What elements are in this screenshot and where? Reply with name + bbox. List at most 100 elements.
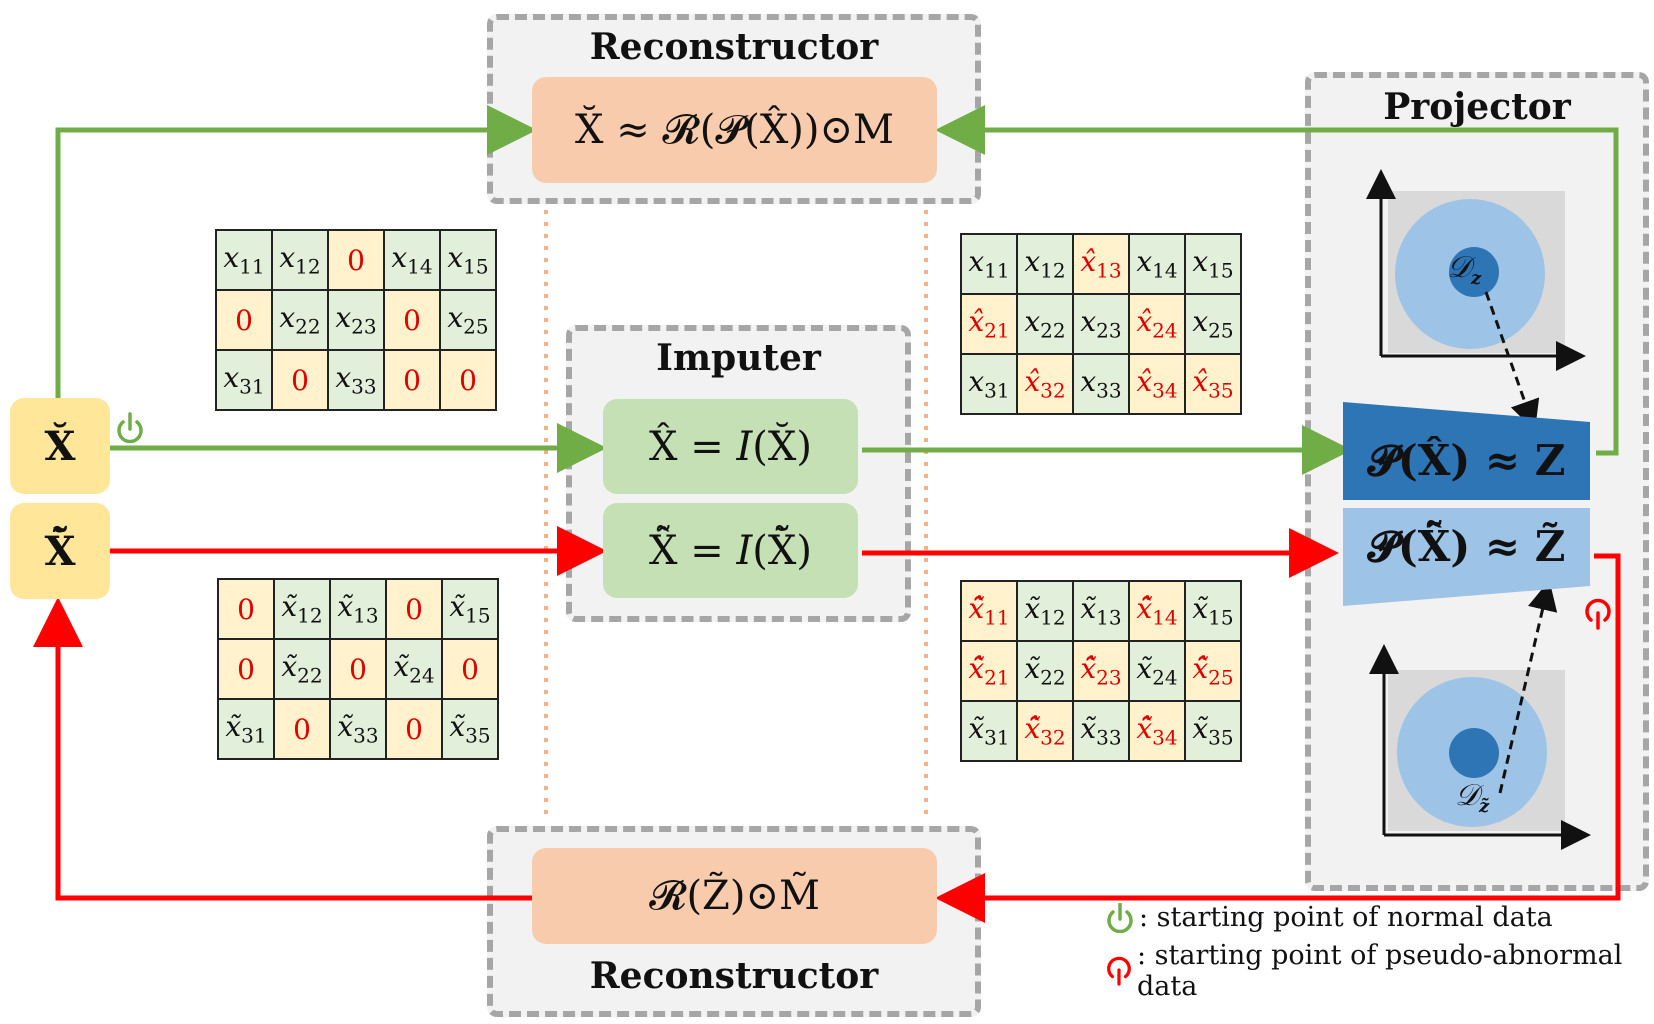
dashed-arrow-normal — [1484, 291, 1540, 431]
legend-abnormal-text: : starting point of pseudo-abnormal data — [1136, 940, 1623, 1002]
input-normal-box: X̆ — [10, 398, 110, 494]
matrix-cell: x̃13 — [1072, 580, 1130, 642]
distribution-abnormal-sub: z̃ — [1478, 796, 1490, 817]
matrix-cell: 0 — [215, 289, 273, 351]
matrix-cell: x̃31 — [217, 698, 275, 760]
matrix-cell: x̃33 — [329, 698, 387, 760]
projector-normal-trapezoid — [1343, 402, 1590, 500]
projector-title: Projector — [1383, 86, 1571, 128]
matrix-cell: x33 — [327, 349, 385, 411]
matrix-cell: 0 — [273, 698, 331, 760]
matrix-cell: x̂21 — [960, 293, 1018, 355]
matrix-cell: x̂32 — [1016, 353, 1074, 415]
matrix-cell: x15 — [439, 229, 497, 291]
legend-normal: : starting point of normal data — [1105, 902, 1553, 933]
matrix-cell: 0 — [217, 638, 275, 700]
matrix-cell: x̃33 — [1072, 700, 1130, 762]
matrix-cell: x11 — [215, 229, 273, 291]
reconstructor-top-formula: X̆ ≈ 𝓡(𝓟(X̂))⊙M — [532, 77, 937, 183]
matrix-cell: x31 — [960, 353, 1018, 415]
matrix-cell: x22 — [1016, 293, 1074, 355]
reconstructor-top-title: Reconstructor — [589, 26, 879, 68]
matrix-cell: x23 — [327, 289, 385, 351]
power-icon-legend-normal — [1107, 902, 1133, 933]
matrix-cell: 0 — [441, 638, 499, 700]
matrix-cell: 0 — [329, 638, 387, 700]
matrix-cell: x14 — [1128, 233, 1186, 295]
matrix-cell: 0 — [385, 698, 443, 760]
reconstructor-bottom-formula: 𝓡(Z̃)⊙M̃ — [532, 848, 937, 944]
projector-abnormal-formula: 𝓟(X̂̃) ≈ Z̃ — [1367, 522, 1566, 571]
matrix-cell: x14 — [383, 229, 441, 291]
matrix-cell: x25 — [439, 289, 497, 351]
matrix-cell: x22 — [271, 289, 329, 351]
scatter-abnormal-center — [1449, 728, 1499, 778]
matrix-cell: x̃12 — [273, 578, 331, 640]
distribution-abnormal-label: 𝒟z̃ — [1455, 778, 1489, 817]
matrix-cell: x̃22 — [1016, 640, 1074, 702]
arrow-normal-to-reconstructor — [55, 105, 537, 404]
matrix-cell: x̃35 — [441, 698, 499, 760]
matrix-cell: x25 — [1184, 293, 1242, 355]
matrix-cell: x̃24 — [385, 638, 443, 700]
matrix-cell: 0 — [385, 578, 443, 640]
matrix-cell: x23 — [1072, 293, 1130, 355]
projector-abnormal-trapezoid — [1343, 508, 1590, 606]
imputer-title: Imputer — [656, 337, 821, 379]
matrix-cell: x̂34 — [1128, 353, 1186, 415]
matrix-cell: x̂̃14 — [1128, 580, 1186, 642]
matrix-cell: x̃12 — [1016, 580, 1074, 642]
distribution-abnormal-symbol: 𝒟 — [1455, 778, 1479, 813]
distribution-normal-sub: z — [1470, 268, 1482, 289]
distribution-normal-label: 𝒟z — [1447, 250, 1481, 289]
matrix-cell: x̃15 — [1184, 580, 1242, 642]
matrix-cell: x̂̃21 — [960, 640, 1018, 702]
power-icon-abnormal — [1585, 598, 1611, 630]
imputer-abnormal-formula: X̂̃ = 𝐼(X̆̃) — [603, 503, 858, 598]
dashed-arrow-abnormal — [1498, 580, 1558, 794]
matrix-cell: 0 — [217, 578, 275, 640]
matrix-cell: x33 — [1072, 353, 1130, 415]
matrix-cell: x̃35 — [1184, 700, 1242, 762]
matrix-cell: 0 — [383, 289, 441, 351]
input-abnormal-box: X̆̃ — [10, 503, 110, 599]
matrix-cell: x12 — [271, 229, 329, 291]
matrix-cell: x̃13 — [329, 578, 387, 640]
projector-normal-formula: 𝓟(X̂) ≈ Z — [1367, 436, 1566, 485]
matrix-cell: x̂13 — [1072, 233, 1130, 295]
arrow-projector-to-reconstructor-bottom — [935, 553, 1621, 923]
legend-normal-text: : starting point of normal data — [1139, 902, 1553, 933]
reconstructor-bottom-title: Reconstructor — [589, 955, 879, 997]
matrix-cell: x̃15 — [441, 578, 499, 640]
scatter-normal-center — [1449, 247, 1499, 297]
matrix-cell: x̃24 — [1128, 640, 1186, 702]
matrix-cell: x̂̃32 — [1016, 700, 1074, 762]
matrix-cell: x̂̃11 — [960, 580, 1018, 642]
matrix-cell: x̂35 — [1184, 353, 1242, 415]
matrix-cell: x̂24 — [1128, 293, 1186, 355]
power-icon-normal — [117, 412, 143, 444]
matrix-cell: x̂̃25 — [1184, 640, 1242, 702]
matrix-cell: x̃22 — [273, 638, 331, 700]
distribution-normal-symbol: 𝒟 — [1447, 250, 1471, 285]
matrix-cell: 0 — [439, 349, 497, 411]
matrix-cell: 0 — [383, 349, 441, 411]
matrix-cell: x31 — [215, 349, 273, 411]
matrix-cell: 0 — [271, 349, 329, 411]
matrix-cell: x̂̃23 — [1072, 640, 1130, 702]
